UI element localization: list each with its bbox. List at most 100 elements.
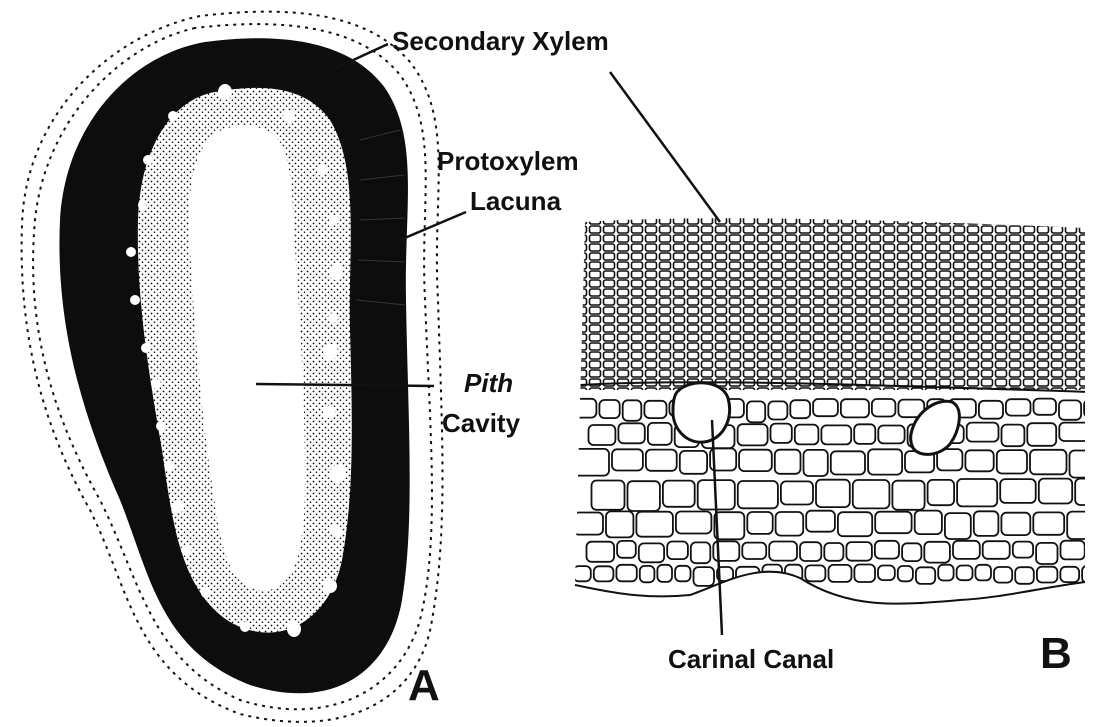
- parenchyma-cell: [854, 424, 875, 444]
- parenchyma-cell: [916, 567, 935, 584]
- parenchyma-cell: [1082, 566, 1099, 583]
- parenchyma-cell: [841, 399, 869, 417]
- leader-protoxylem-lacuna: [400, 212, 466, 240]
- parenchyma-cell: [1001, 513, 1030, 535]
- parenchyma-cell: [945, 513, 971, 539]
- parenchyma-cell: [994, 567, 1012, 583]
- parenchyma-cell: [742, 543, 766, 559]
- parenchyma-cell: [574, 399, 597, 418]
- parenchyma-cell: [813, 399, 838, 416]
- parenchyma-cell: [875, 541, 899, 559]
- parenchyma-cell: [790, 400, 810, 418]
- parenchyma-cell: [838, 512, 872, 536]
- parenchyma-cell: [892, 481, 924, 510]
- parenchyma-cell: [1006, 399, 1031, 415]
- parenchyma-cell: [1034, 399, 1057, 415]
- parenchyma-cell: [1067, 512, 1103, 539]
- parenchyma-cell: [957, 479, 997, 506]
- parenchyma-cell: [805, 565, 825, 581]
- parenchyma-cell: [574, 566, 591, 581]
- parenchyma-cell: [821, 425, 851, 444]
- parenchyma-cell: [957, 566, 973, 581]
- parenchyma-cell: [1059, 423, 1090, 441]
- parenchyma-cell: [1061, 541, 1085, 560]
- parenchyma-cell: [902, 543, 921, 561]
- parenchyma-cell: [606, 511, 633, 537]
- parenchyma-cell: [1000, 479, 1035, 503]
- parenchyma-cell: [618, 423, 644, 443]
- parenchyma-cell: [831, 451, 865, 474]
- parenchyma-cell: [915, 511, 942, 534]
- parenchyma-cell: [1088, 542, 1111, 559]
- panel-a-cross-section: [22, 12, 443, 722]
- parenchyma-cell: [804, 450, 828, 476]
- parenchyma-cell: [853, 480, 890, 508]
- parenchyma-cell: [1027, 423, 1056, 446]
- parenchyma-cell: [644, 401, 666, 418]
- parenchyma-cell: [768, 401, 787, 419]
- cortical-parenchyma: [574, 399, 1116, 586]
- parenchyma-cell: [938, 565, 953, 581]
- parenchyma-cell: [846, 542, 872, 561]
- label-cavity: Cavity: [442, 408, 521, 438]
- parenchyma-cell: [646, 450, 677, 471]
- parenchyma-cell: [623, 400, 642, 421]
- label-secondary-xylem: Secondary Xylem: [392, 26, 609, 56]
- parenchyma-cell: [1002, 425, 1025, 447]
- parenchyma-cell: [747, 401, 765, 422]
- parenchyma-cell: [648, 423, 672, 445]
- parenchyma-cell: [781, 481, 813, 504]
- parenchyma-cell: [680, 451, 707, 474]
- parenchyma-cell: [806, 511, 835, 532]
- parenchyma-cell: [640, 566, 655, 582]
- parenchyma-cell: [574, 513, 604, 535]
- parenchyma-cell: [738, 481, 778, 508]
- parenchyma-cell: [612, 449, 643, 470]
- parenchyma-cell: [975, 565, 991, 581]
- parenchyma-cell: [824, 543, 843, 561]
- parenchyma-cell: [829, 565, 852, 582]
- label-panel-b: B: [1040, 629, 1072, 678]
- parenchyma-cell: [854, 565, 875, 583]
- parenchyma-cell: [639, 543, 664, 562]
- parenchyma-cell: [967, 423, 999, 442]
- parenchyma-cell: [924, 542, 950, 563]
- parenchyma-cell: [979, 401, 1003, 419]
- parenchyma-cell: [1084, 400, 1112, 418]
- parenchyma-cell: [663, 481, 695, 507]
- parenchyma-cell: [1030, 450, 1067, 475]
- parenchyma-cell: [1037, 567, 1058, 583]
- parenchyma-cell: [795, 425, 819, 445]
- label-panel-a: A: [408, 661, 440, 710]
- parenchyma-cell: [691, 542, 711, 563]
- parenchyma-cell: [1039, 479, 1072, 504]
- parenchyma-cell: [776, 512, 804, 536]
- label-carinal-canal: Carinal Canal: [668, 644, 834, 674]
- parenchyma-cell: [974, 511, 999, 536]
- parenchyma-cell: [1093, 424, 1115, 442]
- label-pith: Pith: [464, 368, 513, 398]
- parenchyma-cell: [762, 565, 782, 584]
- parenchyma-cell: [657, 565, 672, 582]
- parenchyma-cell: [868, 449, 902, 474]
- parenchyma-cell: [953, 541, 980, 559]
- parenchyma-cell: [747, 512, 772, 534]
- parenchyma-cell: [587, 542, 615, 562]
- parenchyma-cell: [676, 512, 712, 534]
- parenchyma-cell: [574, 449, 610, 476]
- parenchyma-cell: [898, 566, 913, 581]
- parenchyma-cell: [675, 566, 690, 582]
- leader-secondary-xylem-b: [610, 72, 720, 222]
- parenchyma-cell: [775, 450, 801, 474]
- parenchyma-cell: [667, 542, 688, 560]
- parenchyma-cell: [816, 480, 850, 507]
- parenchyma-cell: [617, 541, 636, 558]
- parenchyma-cell: [878, 566, 895, 581]
- carinal-canal-left: [673, 383, 730, 442]
- parenchyma-cell: [769, 542, 797, 561]
- parenchyma-cell: [1059, 400, 1081, 419]
- parenchyma-cell: [872, 399, 896, 417]
- parenchyma-cell: [928, 480, 955, 505]
- parenchyma-cell: [1060, 567, 1079, 582]
- parenchyma-cell: [1013, 542, 1033, 558]
